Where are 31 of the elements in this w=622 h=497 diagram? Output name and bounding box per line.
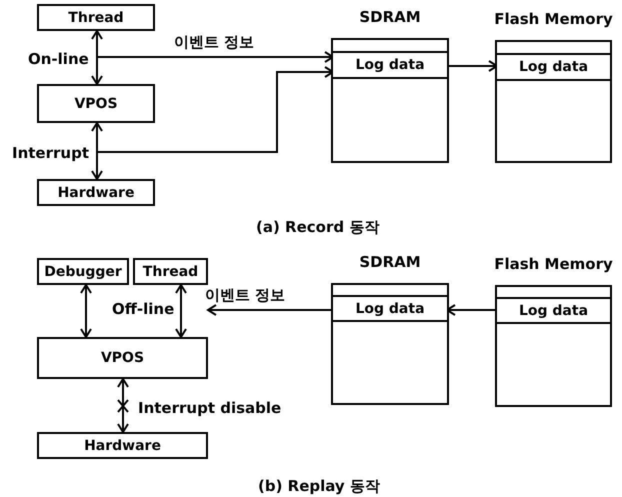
arrow [91, 122, 103, 180]
figure-caption: (a) Record 동작 [254, 218, 382, 236]
memory-label: SDRAM [358, 8, 422, 26]
log-data-row: Log data [497, 297, 610, 324]
process-box: VPOS [37, 84, 155, 123]
arrow [447, 60, 498, 72]
arrow [97, 66, 334, 153]
log-data-row: Log data [333, 51, 447, 79]
edge-label: Interrupt [10, 144, 91, 162]
process-box: Debugger [37, 258, 129, 285]
process-box: Thread [133, 258, 208, 285]
arrow [91, 30, 103, 85]
process-box: Hardware [37, 432, 208, 459]
edge-label: 이벤트 정보 [172, 33, 256, 51]
process-box: Thread [37, 4, 155, 31]
memory-label: Flash Memory [493, 255, 614, 273]
arrow [446, 304, 497, 316]
memory-label: Flash Memory [493, 10, 614, 28]
arrow [175, 284, 187, 338]
log-data-row: Log data [333, 295, 447, 322]
arrow [80, 284, 92, 338]
arrow [97, 51, 334, 63]
figure-caption: (b) Replay 동작 [256, 477, 382, 495]
arrow [117, 378, 129, 433]
process-box: Hardware [37, 179, 155, 206]
memory-label: SDRAM [358, 253, 422, 271]
edge-label: 이벤트 정보 [203, 286, 288, 304]
process-box: VPOS [37, 337, 208, 379]
edge-label: Interrupt disable [136, 399, 284, 417]
log-data-row: Log data [497, 53, 610, 81]
arrow [207, 304, 333, 316]
